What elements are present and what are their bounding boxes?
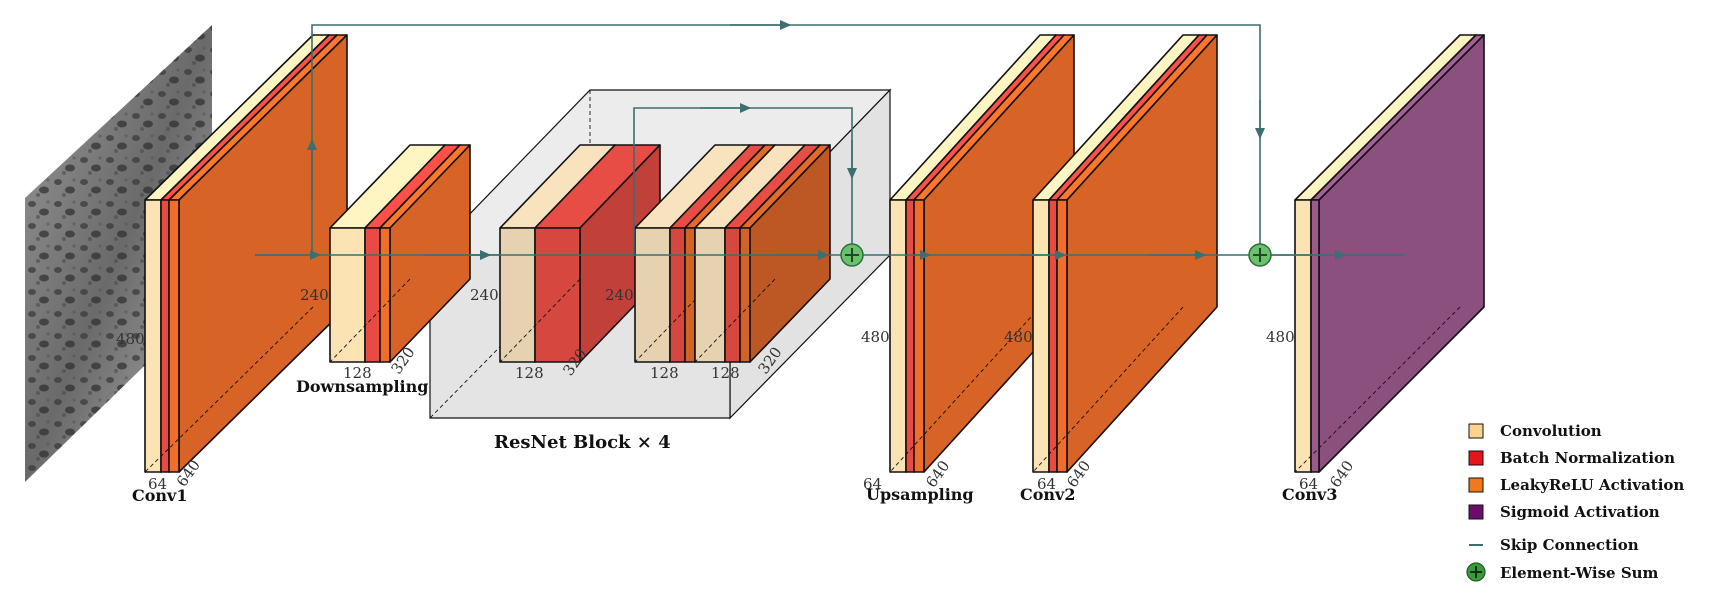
layer-conv2-hidden-edge: [1032, 306, 1184, 473]
layer-conv2-slice-bn-front: [1048, 199, 1058, 473]
layer-conv1-slice-relu: [168, 34, 348, 473]
layer-upsampling-slice-relu: [913, 34, 1075, 473]
layer-downsampling-hidden-edge: [329, 278, 411, 363]
legend-swatch-sigmoid: [1468, 504, 1484, 520]
layer-resblock-a-slice-bn-front: [534, 227, 581, 363]
upsampling-height-label: 480: [861, 328, 890, 346]
layer-upsampling-slice-relu-front: [913, 199, 925, 473]
layer-resblock-b-hidden-edge: [634, 278, 716, 363]
upsampling-label: Upsampling: [866, 485, 974, 504]
downsampling-channels-label: 128: [343, 364, 372, 382]
conv3-height-label: 480: [1266, 328, 1295, 346]
layer-conv3-slice-sigmoid: [1310, 34, 1485, 473]
layer-upsampling-slice-bn-front: [905, 199, 915, 473]
conv1-label: Conv1: [132, 486, 187, 505]
layer-resblock-a: [499, 144, 661, 363]
resblock-height-a-label: 240: [470, 286, 499, 304]
layer-downsampling-slice-conv-front: [329, 227, 366, 363]
conv3-channels-label: 64: [1299, 475, 1318, 493]
legend-swatch-sum: [1466, 562, 1486, 582]
legend-label-convolution: Convolution: [1500, 422, 1602, 440]
resblock-height-b-label: 240: [605, 286, 634, 304]
layer-resblock-b-slice-conv-front: [634, 227, 671, 363]
downsampling-label: Downsampling: [296, 377, 428, 396]
conv3-label: Conv3: [1282, 485, 1337, 504]
legend-label-sum: Element-Wise Sum: [1500, 564, 1659, 582]
legend-swatch-convolution: [1468, 423, 1484, 439]
layer-conv1-hidden-edge: [144, 306, 314, 473]
legend-label-skip: Skip Connection: [1500, 536, 1639, 554]
layer-conv2-slice-relu: [1056, 34, 1218, 473]
layer-conv2-slice-relu-front: [1056, 199, 1068, 473]
layer-resblock-c-slice-bn-front: [724, 227, 741, 363]
upsampling-channels-label: 64: [863, 475, 882, 493]
layer-downsampling-slice-bn-front: [364, 227, 381, 363]
resblock-channels-b-label: 128: [650, 364, 679, 382]
downsampling-height-label: 240: [300, 286, 329, 304]
layer-upsampling-slice-conv-front: [889, 199, 907, 473]
layer-upsampling: [889, 34, 1075, 473]
input-image: [25, 25, 212, 482]
conv2-label: Conv2: [1020, 485, 1075, 504]
skip-connections: [255, 19, 1405, 261]
legend-swatch-leakyrelu: [1468, 477, 1484, 493]
resblock-channels-c-label: 128: [711, 364, 740, 382]
layer-conv1: [144, 34, 348, 473]
legend-swatch-batch-norm: [1468, 450, 1484, 466]
conv2-channels-label: 64: [1037, 475, 1056, 493]
layer-conv3-hidden-edge: [1294, 306, 1461, 473]
conv1-height-label: 480: [116, 330, 145, 348]
layer-resblock-c-slice-conv-front: [694, 227, 726, 363]
layer-resblock-a-hidden-edge: [499, 278, 581, 363]
layer-conv1-slice-conv-front: [144, 199, 162, 473]
layer-conv2: [1032, 34, 1218, 473]
layer-resblock-b-slice-relu-front: [684, 227, 696, 363]
layer-resblock-c-slice-relu: [739, 144, 831, 363]
layer-conv1-slice-relu-front: [168, 199, 180, 473]
layer-resblock-c: [694, 144, 831, 363]
legend: Convolution Batch Normalization LeakyReL…: [1466, 422, 1684, 582]
conv2-height-label: 480: [1004, 328, 1033, 346]
layer-resblock-a-slice-conv-front: [499, 227, 536, 363]
legend-label-leakyrelu: LeakyReLU Activation: [1500, 476, 1684, 494]
layer-resblock-b-slice-bn-front: [669, 227, 686, 363]
layer-downsampling: [329, 144, 471, 363]
layer-conv2-slice-conv-front: [1032, 199, 1050, 473]
layer-conv3-slice-conv-front: [1294, 199, 1312, 473]
layer-conv3-slice-sigmoid-front: [1310, 199, 1320, 473]
layer-upsampling-hidden-edge: [889, 306, 1041, 473]
conv1-channels-label: 64: [148, 475, 167, 493]
legend-label-sigmoid: Sigmoid Activation: [1500, 503, 1660, 521]
layer-downsampling-slice-relu-front: [379, 227, 391, 363]
layer-downsampling-slice-relu: [379, 144, 471, 363]
resnet-block-label: ResNet Block × 4: [494, 432, 671, 453]
layer-conv1-slice-bn-front: [160, 199, 170, 473]
layer-resblock-c-hidden-edge: [694, 278, 776, 363]
legend-label-batch-norm: Batch Normalization: [1500, 449, 1675, 467]
resblock-channels-a-label: 128: [515, 364, 544, 382]
sum-node-resblock: [840, 243, 864, 267]
layer-resblock-c-slice-relu-front: [739, 227, 751, 363]
sum-node-output: [1248, 243, 1272, 267]
layer-conv3: [1294, 34, 1485, 473]
